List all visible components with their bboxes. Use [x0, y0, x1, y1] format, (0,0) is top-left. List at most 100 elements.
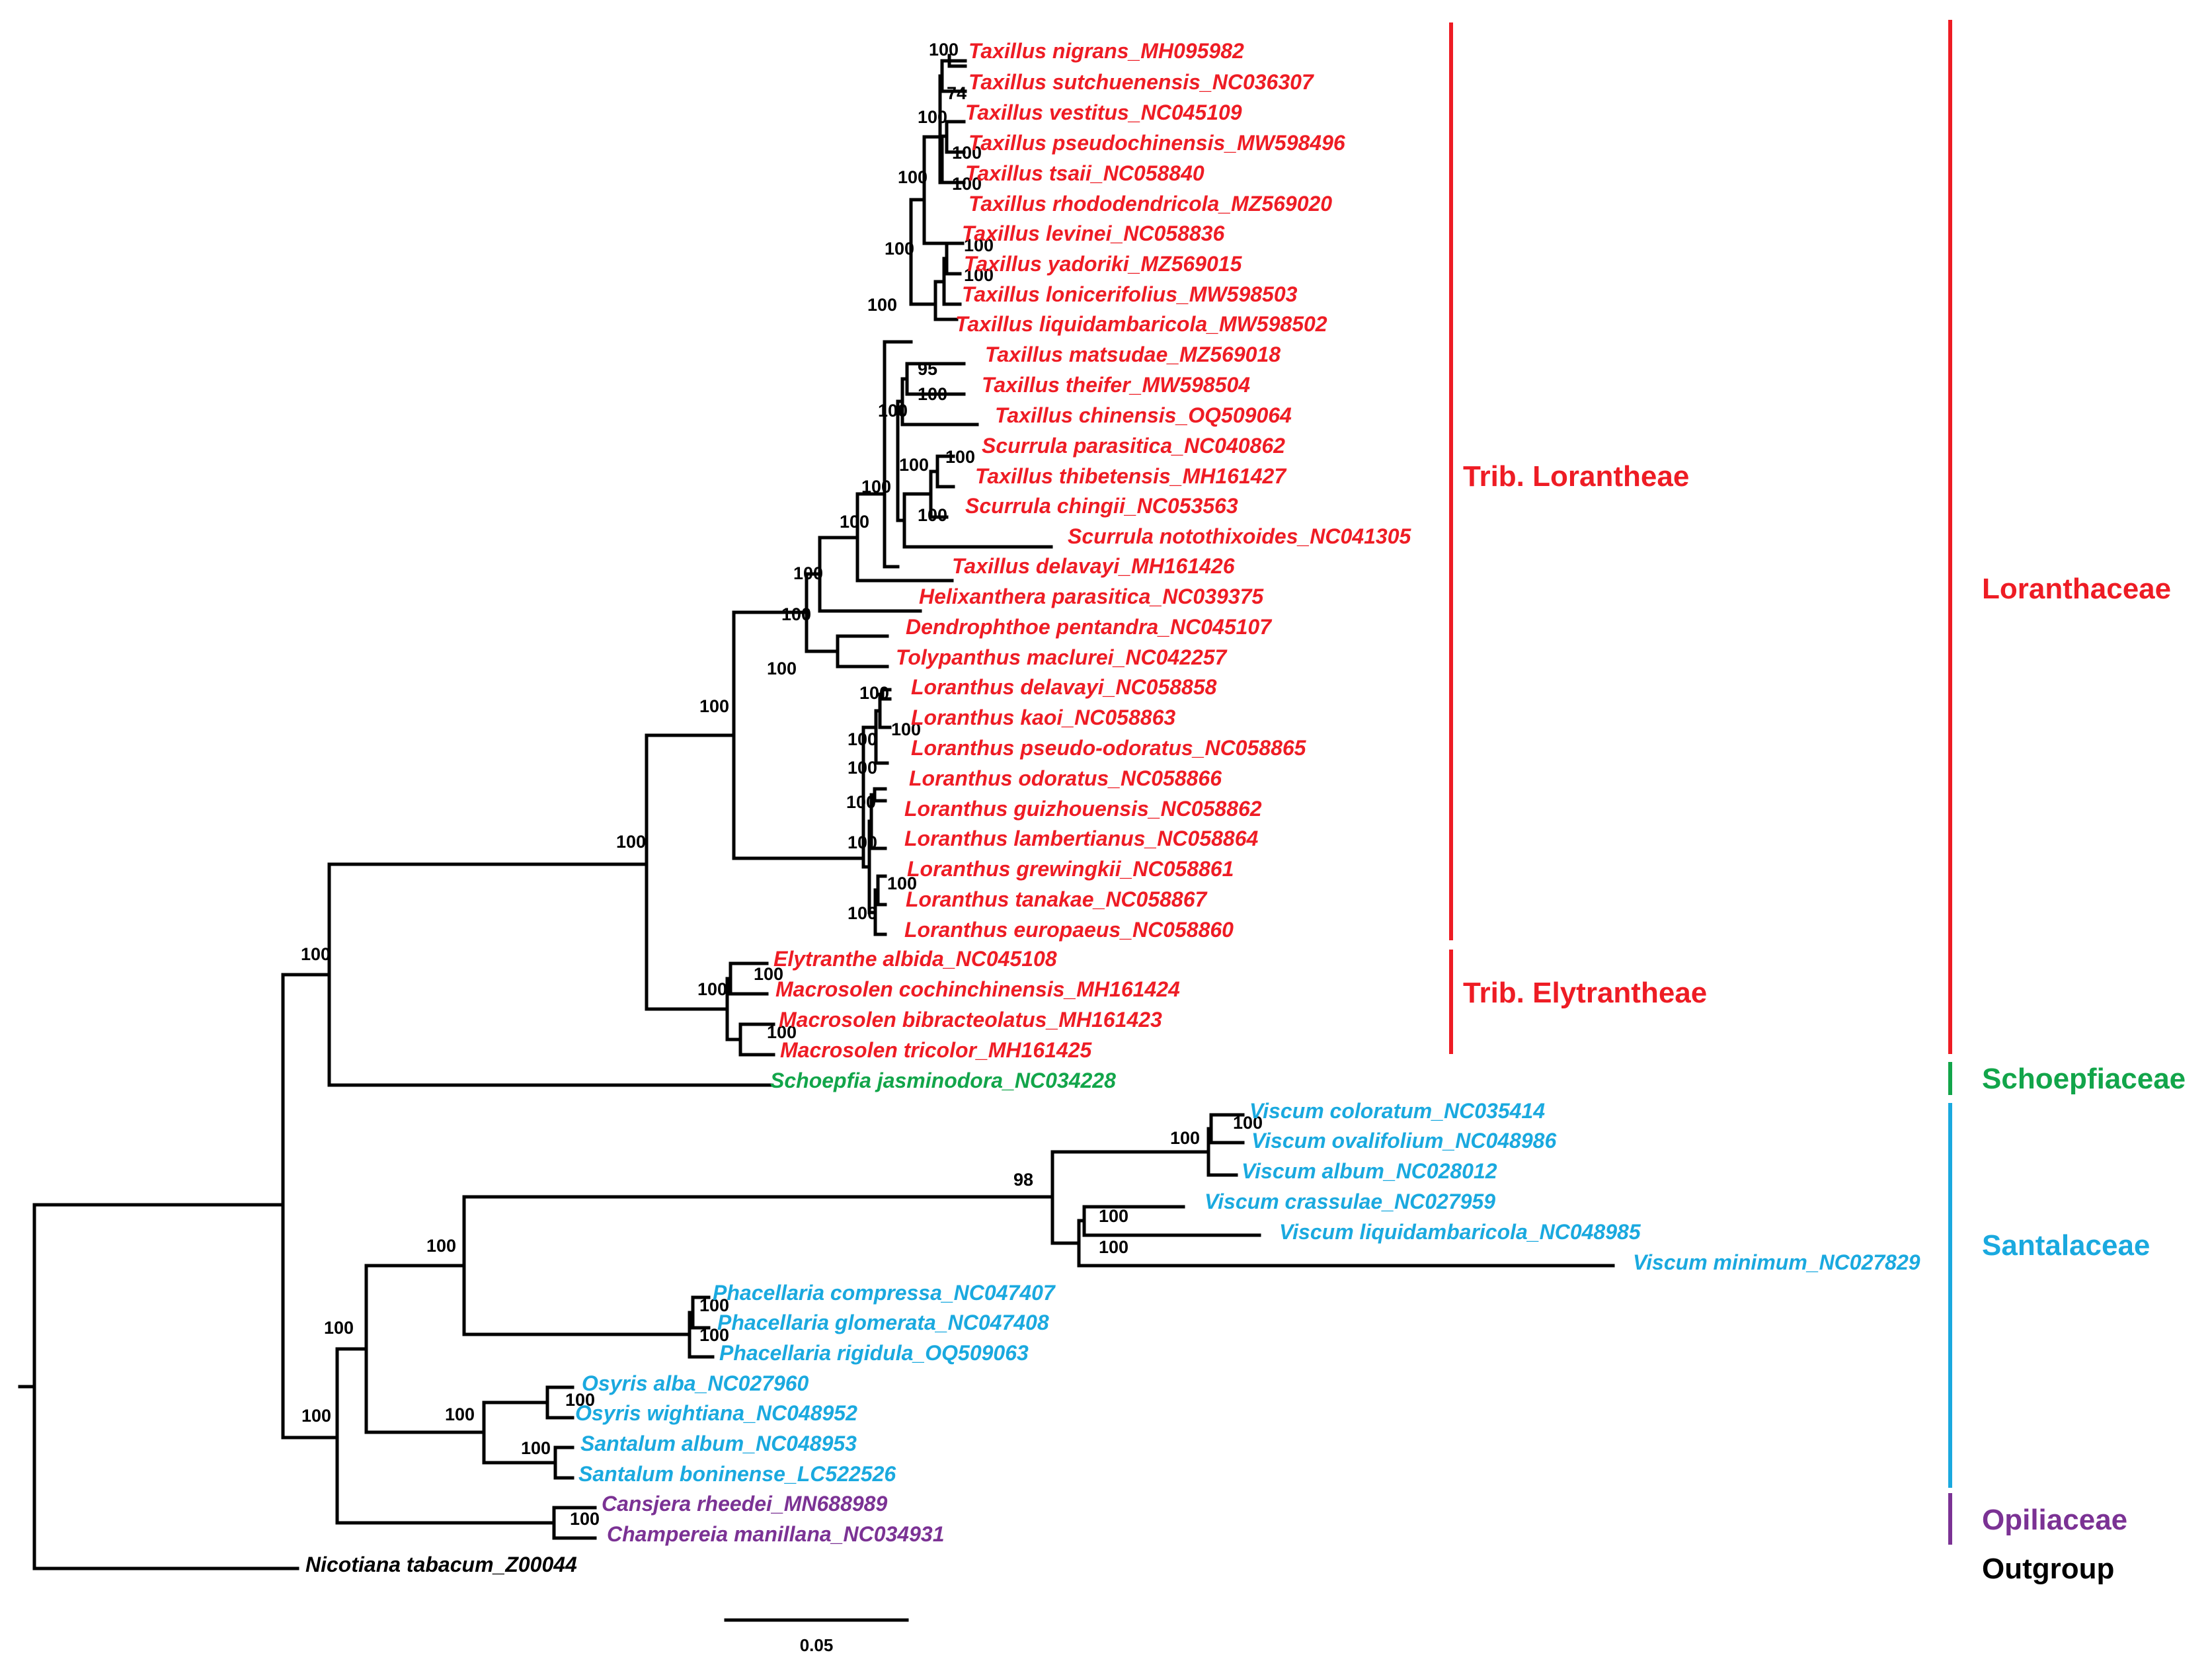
- bootstrap-support: 100: [848, 903, 877, 923]
- tip-label: Viscum minimum_NC027829: [1633, 1250, 1920, 1274]
- tip-label: Taxillus rhododendricola_MZ569020: [968, 192, 1332, 216]
- label-trib-elytrantheae: Trib. Elytrantheae: [1463, 977, 1707, 1009]
- tip-label: Viscum coloratum_NC035414: [1249, 1099, 1545, 1123]
- bootstrap-support: 100: [699, 1325, 729, 1345]
- bootstrap-support: 100: [445, 1404, 475, 1424]
- tip-label: Loranthus pseudo-odoratus_NC058865: [911, 736, 1307, 760]
- bootstrap-support: 100: [699, 1295, 729, 1315]
- bootstrap-support: 100: [1099, 1237, 1128, 1257]
- tip-label: Loranthus grewingkii_NC058861: [907, 857, 1234, 881]
- tip-label: Loranthus delavayi_NC058858: [911, 675, 1217, 699]
- bootstrap-support: 100: [964, 265, 994, 285]
- bootstrap-support: 100: [887, 874, 917, 893]
- tip-label: Taxillus tsaii_NC058840: [965, 161, 1205, 185]
- tip-label: Taxillus vestitus_NC045109: [965, 101, 1242, 124]
- bootstrap-support: 100: [964, 235, 994, 255]
- tip-label: Osyris wightiana_NC048952: [575, 1401, 857, 1425]
- tip-label: Schoepfia jasminodora_NC034228: [770, 1069, 1116, 1092]
- bootstrap-support: 100: [301, 944, 331, 964]
- tip-label: Loranthus lambertianus_NC058864: [904, 827, 1259, 850]
- bootstrap-support: 100: [1170, 1128, 1200, 1148]
- tip-label: Tolypanthus maclurei_NC042257: [896, 645, 1228, 669]
- tip-label: Macrosolen tricolor_MH161425: [780, 1038, 1093, 1062]
- label-opiliaceae: Opiliaceae: [1982, 1504, 2127, 1536]
- clade-bars: [1449, 20, 1952, 1545]
- bootstrap-support: 98: [1013, 1170, 1033, 1190]
- bootstrap-support: 100: [848, 758, 877, 778]
- label-loranthaceae: Loranthaceae: [1982, 573, 2171, 605]
- tip-label: Champereia manillana_NC034931: [607, 1522, 944, 1546]
- bootstrap-support: 100: [891, 719, 921, 739]
- tip-label: Viscum liquidambaricola_NC048985: [1279, 1220, 1641, 1244]
- label-trib-lorantheae: Trib. Lorantheae: [1463, 460, 1689, 493]
- label-santalaceae: Santalaceae: [1982, 1229, 2150, 1262]
- tip-label: Macrosolen cochinchinensis_MH161424: [775, 977, 1180, 1001]
- tip-label: Taxillus liquidambaricola_MW598502: [955, 312, 1327, 336]
- tip-label: Phacellaria rigidula_OQ509063: [719, 1341, 1029, 1365]
- bootstrap-support: 100: [899, 455, 929, 475]
- bootstrap-support: 100: [918, 107, 947, 127]
- bootstrap-support: 100: [324, 1318, 354, 1338]
- tip-label: Taxillus sutchuenensis_NC036307: [968, 70, 1315, 94]
- tip-label: Cansjera rheedei_MN688989: [602, 1492, 887, 1516]
- bootstrap-support: 100: [1233, 1113, 1263, 1133]
- bootstrap-support: 100: [767, 1022, 797, 1042]
- bootstrap-support: 100: [867, 295, 897, 315]
- tip-label: Phacellaria compressa_NC047407: [713, 1281, 1056, 1305]
- tip-label: Taxillus lonicerifolius_MW598503: [962, 282, 1298, 306]
- bootstrap-support: 100: [699, 696, 729, 716]
- tip-label: Taxillus nigrans_MH095982: [968, 39, 1244, 63]
- bootstrap-support: 100: [861, 477, 891, 497]
- tip-label: Elytranthe albida_NC045108: [773, 947, 1057, 971]
- bootstrap-support: 100: [952, 174, 982, 194]
- bootstrap-support: 100: [754, 964, 783, 984]
- bootstrap-support: 100: [1099, 1206, 1128, 1226]
- scale-bar: 0.05: [724, 1618, 909, 1655]
- tip-label: Macrosolen bibracteolatus_MH161423: [779, 1008, 1162, 1032]
- bootstrap-support: 100: [426, 1236, 456, 1256]
- bootstrap-support: 100: [878, 401, 908, 421]
- tree-branches: [18, 54, 1615, 1570]
- bootstrap-support: 74: [947, 83, 967, 103]
- tip-label: Viscum ovalifolium_NC048986: [1251, 1129, 1556, 1153]
- tip-label: Nicotiana tabacum_Z00044: [305, 1553, 577, 1576]
- bootstrap-support: 100: [793, 563, 823, 583]
- tip-label: Helixanthera parasitica_NC039375: [919, 585, 1264, 608]
- bootstrap-support: 100: [848, 729, 877, 749]
- tip-label: Osyris alba_NC027960: [582, 1371, 809, 1395]
- bootstrap-support: 100: [781, 604, 811, 624]
- bootstrap-support: 100: [898, 167, 928, 187]
- tip-label: Scurrula notothixoides_NC041305: [1068, 524, 1411, 548]
- bootstrap-support: 100: [697, 979, 727, 999]
- tip-label: Taxillus levinei_NC058836: [962, 222, 1224, 245]
- tip-label: Taxillus theifer_MW598504: [982, 373, 1250, 397]
- tip-label: Taxillus chinensis_OQ509064: [995, 403, 1292, 427]
- bootstrap-support: 100: [570, 1509, 600, 1529]
- bootstrap-support: 100: [945, 447, 975, 467]
- tip-label: Taxillus thibetensis_MH161427: [975, 464, 1287, 488]
- bootstrap-support: 100: [616, 832, 646, 852]
- label-schoepfiaceae: Schoepfiaceae: [1982, 1063, 2186, 1095]
- bootstrap-support: 100: [952, 143, 982, 163]
- tip-label: Taxillus delavayi_MH161426: [952, 554, 1235, 578]
- tip-label: Scurrula chingii_NC053563: [965, 494, 1238, 518]
- bootstrap-support: 100: [301, 1406, 331, 1426]
- tip-label: Viscum album_NC028012: [1242, 1159, 1497, 1183]
- bootstrap-support: 100: [565, 1390, 595, 1410]
- bootstrap-support: 100: [859, 683, 889, 703]
- tip-label: Loranthus kaoi_NC058863: [911, 706, 1175, 729]
- bootstrap-support: 100: [848, 833, 877, 852]
- tip-label: Dendrophthoe pentandra_NC045107: [906, 615, 1273, 639]
- tip-label: Taxillus yadoriki_MZ569015: [964, 252, 1243, 276]
- bootstrap-support: 100: [918, 384, 947, 404]
- bootstrap-support: 100: [885, 239, 914, 259]
- tip-label: Viscum crassulae_NC027959: [1205, 1190, 1495, 1213]
- bootstrap-support: 100: [521, 1438, 551, 1458]
- bootstrap-support: 100: [767, 659, 797, 678]
- bootstrap-support: 100: [929, 40, 959, 60]
- bootstrap-support: 100: [846, 792, 876, 812]
